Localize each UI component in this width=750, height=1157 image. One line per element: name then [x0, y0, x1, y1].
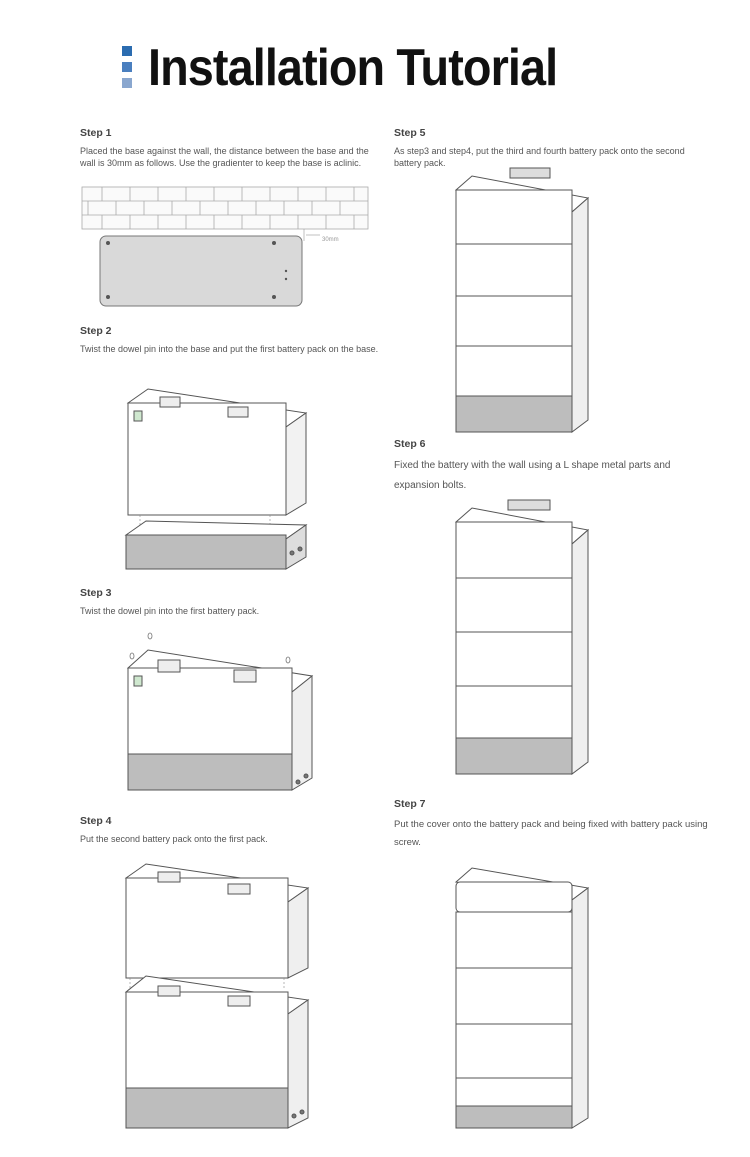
brick-wall-icon — [81, 186, 369, 230]
step-6: Step 6 Fixed the battery with the wall u… — [394, 438, 714, 496]
step-5-illustration — [452, 167, 592, 436]
second-battery-icon — [124, 863, 310, 979]
cover-icon — [455, 881, 573, 913]
title-accent-icon — [122, 46, 132, 94]
step-6-text: Fixed the battery with the wall using a … — [394, 460, 671, 491]
step-7-title: Step 7 — [394, 798, 426, 810]
step-5-title: Step 5 — [394, 127, 426, 139]
covered-battery-stack-icon — [454, 867, 590, 1129]
battery-on-base-icon — [126, 649, 314, 791]
step-2-text: Twist the dowel pin into the base and pu… — [80, 344, 379, 354]
step-1-title: Step 1 — [80, 127, 112, 139]
l-bracket-icon — [507, 499, 551, 511]
step-6-illustration — [452, 499, 592, 778]
step-2-title: Step 2 — [80, 325, 112, 337]
step-7: Step 7 Put the cover onto the battery pa… — [394, 798, 714, 852]
four-battery-stack-icon — [454, 167, 590, 433]
step-3-text: Twist the dowel pin into the first batte… — [80, 606, 260, 616]
fixed-battery-stack-icon — [454, 499, 590, 775]
step-3: Step 3 Twist the dowel pin into the firs… — [80, 587, 380, 617]
wall-distance-label: 30mm — [322, 237, 339, 243]
first-battery-icon — [124, 975, 310, 1129]
step-2-illustration — [120, 385, 310, 575]
page-title: Installation Tutorial — [148, 39, 558, 97]
step-3-illustration — [122, 630, 317, 810]
step-6-title: Step 6 — [394, 438, 426, 450]
step-4: Step 4 Put the second battery pack onto … — [80, 815, 380, 845]
step-1-illustration: 30mm — [78, 185, 378, 310]
dowel-pin-icon — [129, 632, 291, 664]
step-1: Step 1 Placed the base against the wall,… — [80, 127, 380, 169]
step-4-text: Put the second battery pack onto the fir… — [80, 834, 268, 844]
step-1-text: Placed the base against the wall, the di… — [80, 146, 369, 168]
step-4-title: Step 4 — [80, 815, 112, 827]
base-plate-icon — [99, 235, 303, 307]
step-5: Step 5 As step3 and step4, put the third… — [394, 127, 694, 169]
step-5-text: As step3 and step4, put the third and fo… — [394, 146, 685, 168]
step-2: Step 2 Twist the dowel pin into the base… — [80, 325, 380, 355]
base-icon — [124, 520, 308, 570]
page-header: Installation Tutorial — [0, 38, 750, 102]
step-7-illustration — [452, 860, 592, 1132]
battery-pack-icon — [126, 388, 308, 516]
step-3-title: Step 3 — [80, 587, 112, 599]
step-7-text: Put the cover onto the battery pack and … — [394, 819, 708, 848]
step-4-illustration — [122, 862, 317, 1132]
